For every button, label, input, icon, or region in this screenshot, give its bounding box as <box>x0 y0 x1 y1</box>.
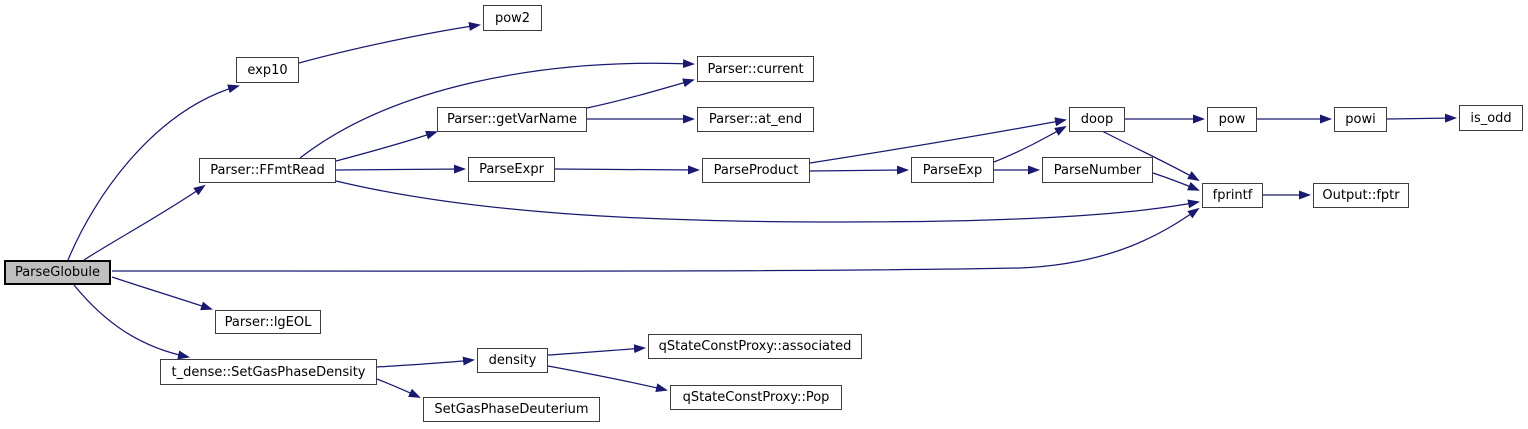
graph-node-parseexpr[interactable]: ParseExpr <box>468 157 555 182</box>
graph-node-at-end[interactable]: Parser::at_end <box>697 107 814 132</box>
graph-node-fprintf[interactable]: fprintf <box>1202 183 1263 208</box>
graph-node-current[interactable]: Parser::current <box>697 56 814 82</box>
edge-parseproduct-to-parseexp <box>809 165 909 175</box>
graph-node-parseglobule[interactable]: ParseGlobule <box>4 260 111 285</box>
edge-setgasphasedensity-to-density <box>376 356 475 368</box>
edge-parseglobule-to-lgeol <box>111 276 213 311</box>
edge-getvarname-to-current <box>586 78 695 109</box>
graph-node-parseexp[interactable]: ParseExp <box>911 157 994 183</box>
graph-node-pow2[interactable]: pow2 <box>483 5 542 31</box>
graph-node-setgasphasedensity[interactable]: t_dense::SetGasPhaseDensity <box>160 359 377 385</box>
edge-exp10-to-pow2 <box>298 22 481 64</box>
edge-ffmtread-to-current <box>299 59 695 159</box>
graph-node-powi[interactable]: powi <box>1334 107 1387 132</box>
graph-node-is-odd[interactable]: is_odd <box>1459 105 1523 131</box>
edge-ffmtread-to-getvarname <box>335 130 438 162</box>
edge-density-to-qscp-pop <box>547 365 668 393</box>
graph-node-setgasphasedeut[interactable]: SetGasPhaseDeuterium <box>423 397 600 422</box>
edge-setgasphasedensity-to-setgasphasedeut <box>376 378 421 398</box>
graph-node-qscp-pop[interactable]: qStateConstProxy::Pop <box>670 385 842 410</box>
graph-node-ffmtread[interactable]: Parser::FFmtRead <box>199 158 336 183</box>
edge-ffmtread-to-fprintf <box>335 180 1200 223</box>
edge-powi-to-is-odd <box>1386 113 1457 123</box>
edge-parseproduct-to-doop <box>809 117 1067 164</box>
edge-parseglobule-to-fprintf <box>111 207 1200 272</box>
edge-parseexp-to-doop <box>993 126 1067 163</box>
graph-node-getvarname[interactable]: Parser::getVarName <box>437 107 587 132</box>
edge-parseexpr-to-parseproduct <box>554 165 700 175</box>
edge-density-to-qscp-associated <box>547 344 646 356</box>
graph-node-output-fptr[interactable]: Output::fptr <box>1313 183 1409 208</box>
edge-parsenumber-to-fprintf <box>1152 172 1200 191</box>
edge-ffmtread-to-parseexpr <box>335 164 466 174</box>
edge-parseglobule-to-ffmtread <box>83 184 206 261</box>
graph-node-exp10[interactable]: exp10 <box>236 57 299 83</box>
graph-node-doop[interactable]: doop <box>1069 107 1125 132</box>
graph-node-pow[interactable]: pow <box>1207 107 1257 132</box>
graph-node-qscp-associated[interactable]: qStateConstProxy::associated <box>648 334 862 359</box>
graph-node-parseproduct[interactable]: ParseProduct <box>702 158 810 183</box>
graph-node-parsenumber[interactable]: ParseNumber <box>1042 157 1153 183</box>
edge-doop-to-fprintf <box>1101 130 1200 181</box>
graph-node-lgeol[interactable]: Parser::lgEOL <box>215 310 321 334</box>
edge-parseglobule-to-setgasphasedensity <box>73 284 190 360</box>
graph-node-density[interactable]: density <box>477 348 548 373</box>
edge-parseglobule-to-exp10 <box>67 84 240 261</box>
